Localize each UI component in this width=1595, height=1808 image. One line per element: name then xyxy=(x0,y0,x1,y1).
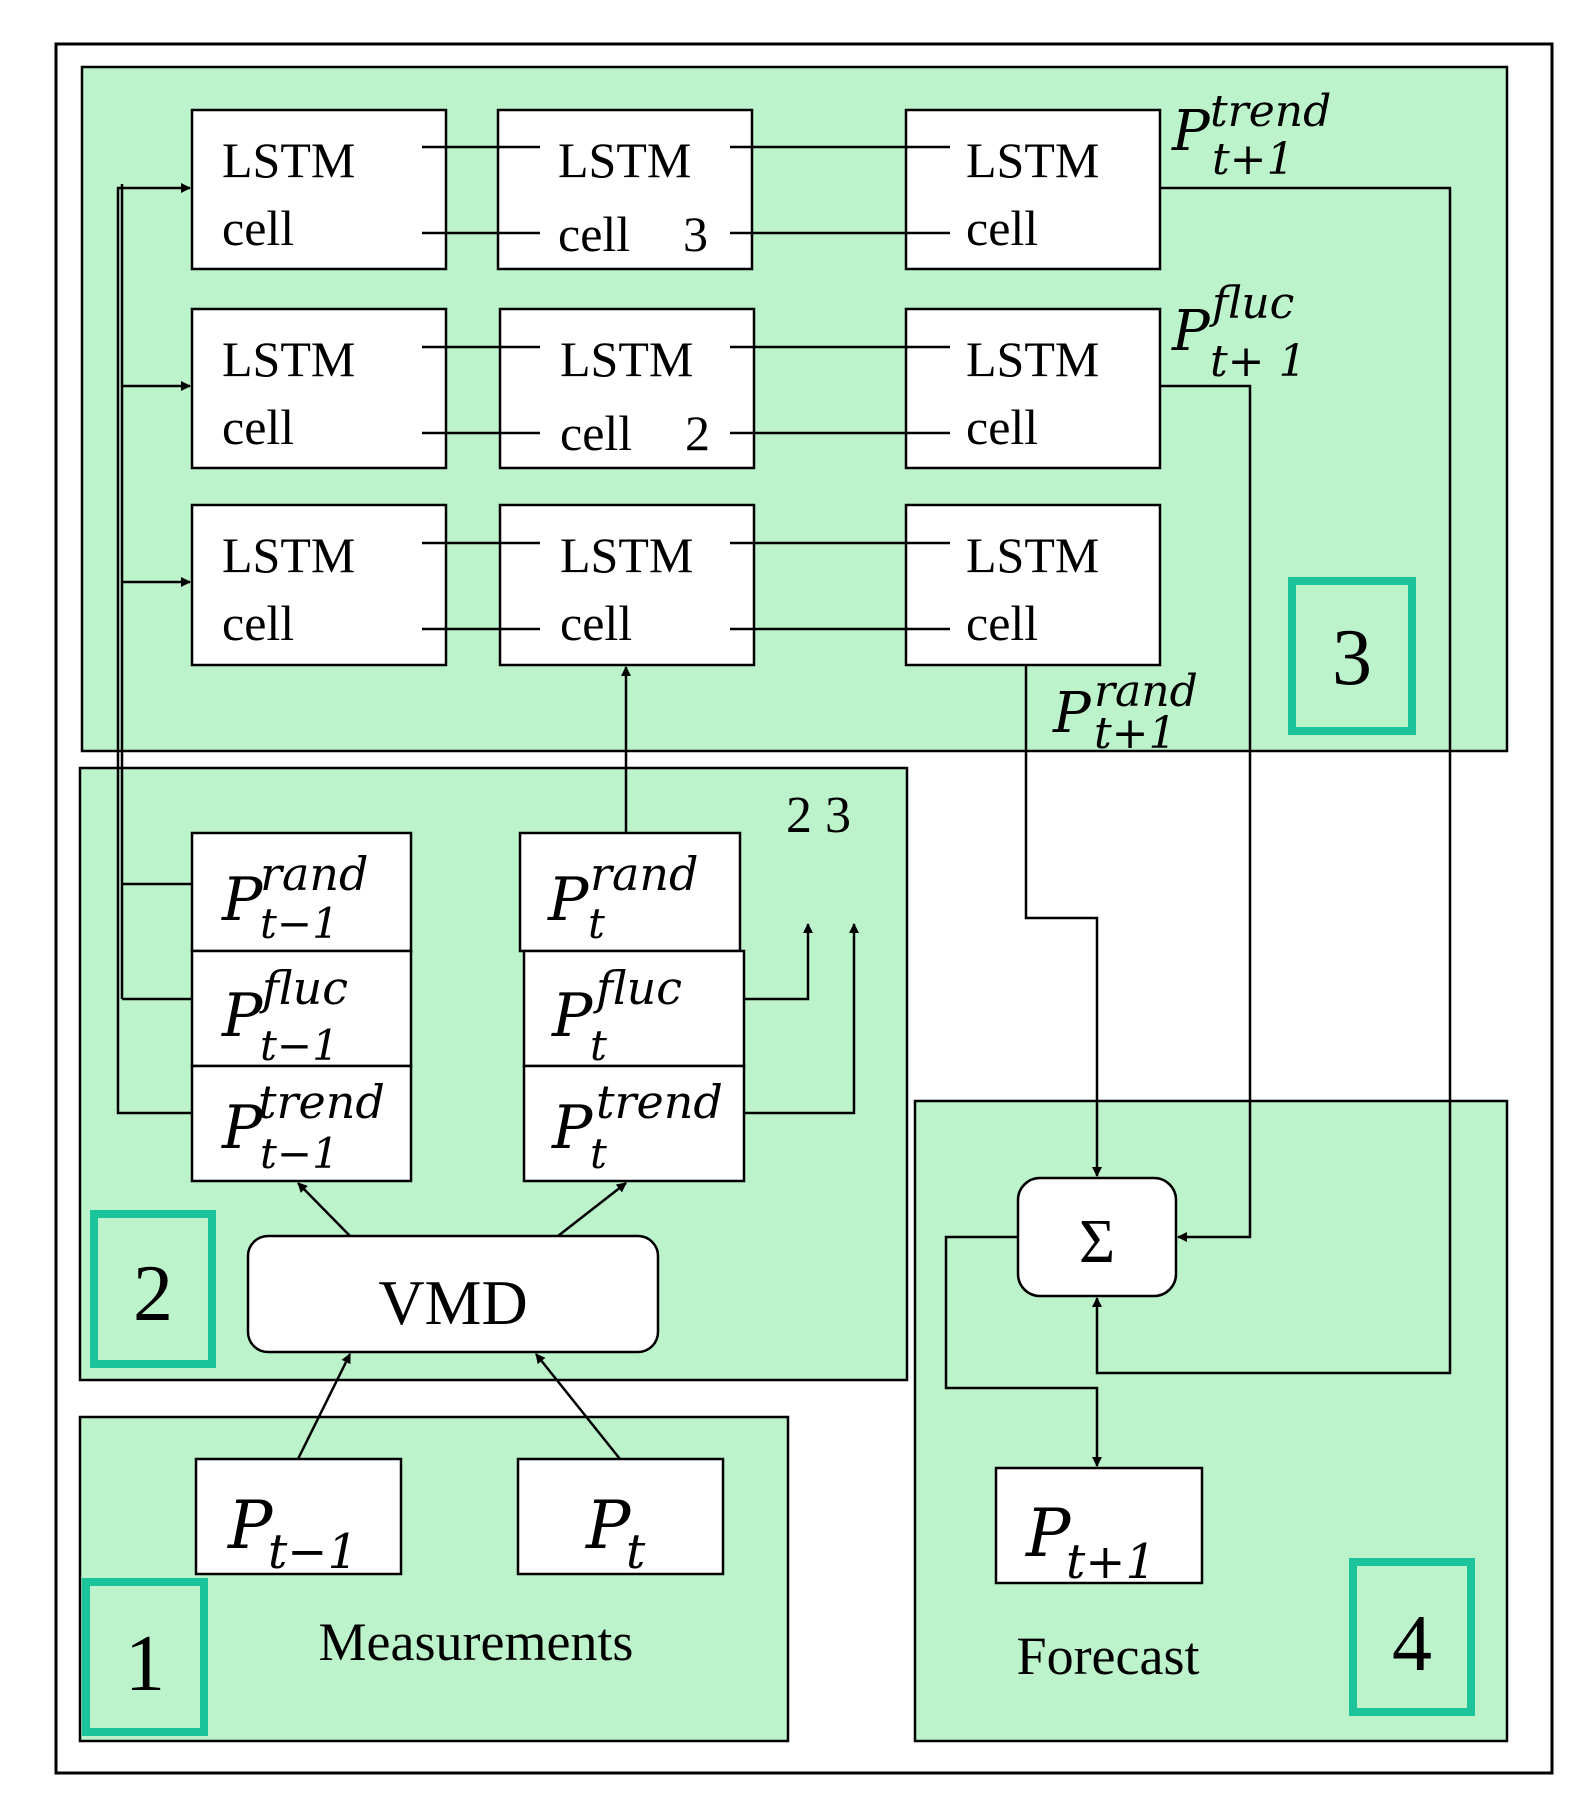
lstm-word: cell xyxy=(222,200,294,256)
output-trend-base: P xyxy=(1171,99,1211,164)
lstm-word: cell xyxy=(558,206,630,262)
component-box-rand-now xyxy=(518,831,742,953)
lstm-word: cell xyxy=(222,595,294,651)
measurements-caption: Measurements xyxy=(319,1612,634,1672)
component-box-fluc-now xyxy=(522,949,746,1068)
lstm-word: LSTM xyxy=(966,527,1099,583)
output-rand-base: P xyxy=(1052,681,1092,746)
comp-trend-prev-sub: t−1 xyxy=(260,1129,339,1178)
comp-trend-prev-base: P xyxy=(221,1093,264,1163)
output-fluc-sub: t+ 1 xyxy=(1210,336,1307,387)
lstm-row-label: 3 xyxy=(683,206,708,262)
output-trend-sub: t+1 xyxy=(1212,134,1295,185)
component-box-trend-prev xyxy=(190,1064,413,1183)
comp-rand-prev-sub: t−1 xyxy=(260,899,339,948)
comp-fluc-prev-sup: fluc xyxy=(259,961,348,1015)
output-fluc-sup: fluc xyxy=(1209,278,1294,329)
measurement-box-prev xyxy=(194,1457,403,1576)
lstm-cell-r1c3 xyxy=(904,108,1162,271)
vmd-box xyxy=(246,1234,660,1354)
vmd-label: VMD xyxy=(378,1267,527,1338)
lstm-word: LSTM xyxy=(558,132,691,188)
comp-trend-now-base: P xyxy=(551,1093,594,1163)
comp-trend-now-sub: t xyxy=(590,1129,607,1178)
comp-rand-now-sub: t xyxy=(588,899,605,948)
lstm-word: LSTM xyxy=(966,331,1099,387)
sum-symbol: Σ xyxy=(1079,1208,1115,1276)
lstm-word: LSTM xyxy=(560,331,693,387)
lstm-word: cell xyxy=(222,399,294,455)
measurement-now-base: P xyxy=(585,1487,632,1564)
measurement-prev-sub: t−1 xyxy=(268,1524,358,1580)
comp-fluc-now-sup: fluc xyxy=(593,961,682,1015)
decomp-hint-label: 2 3 xyxy=(786,787,851,844)
lstm-word: cell xyxy=(560,595,632,651)
badge-2: 2 xyxy=(133,1250,173,1338)
lstm-cell-r2c2 xyxy=(498,307,756,470)
lstm-connectors xyxy=(422,145,950,631)
comp-fluc-prev-base: P xyxy=(221,981,264,1051)
comp-fluc-now-base: P xyxy=(551,981,594,1051)
badge-1: 1 xyxy=(125,1620,165,1708)
forecast-result-base: P xyxy=(1025,1495,1072,1572)
measurement-box-now xyxy=(516,1457,725,1576)
lstm-cell-r2c3 xyxy=(904,307,1162,470)
lstm-word: LSTM xyxy=(560,527,693,583)
lstm-word: LSTM xyxy=(966,132,1099,188)
badge-box-4 xyxy=(1349,1558,1475,1716)
comp-trend-prev-sup: trend xyxy=(258,1075,385,1129)
lstm-word: LSTM xyxy=(222,132,355,188)
comp-fluc-prev-sub: t−1 xyxy=(260,1021,339,1070)
lstm-cell-r2c1 xyxy=(190,307,448,470)
flow-connectors xyxy=(116,183,1452,1467)
panel-forecast xyxy=(913,1099,1509,1743)
forecast-caption: Forecast xyxy=(1017,1626,1200,1686)
lstm-row-label: 2 xyxy=(685,405,710,461)
comp-fluc-now-sub: t xyxy=(590,1021,607,1070)
component-box-trend-now xyxy=(522,1064,746,1183)
comp-rand-prev-base: P xyxy=(221,865,264,935)
lstm-cell-r3c3 xyxy=(904,503,1162,667)
lstm-word: LSTM xyxy=(222,527,355,583)
lstm-word: LSTM xyxy=(222,331,355,387)
badge-box-3 xyxy=(1288,577,1416,735)
comp-rand-prev-sup: rand xyxy=(260,847,369,901)
lstm-cell-r3c2 xyxy=(498,503,756,667)
forecast-result-box xyxy=(994,1466,1204,1585)
output-fluc-base: P xyxy=(1171,299,1211,364)
lstm-cell-r1c2 xyxy=(496,108,754,271)
lstm-word: cell xyxy=(966,200,1038,256)
lstm-word: cell xyxy=(966,399,1038,455)
lstm-cell-r3c1 xyxy=(190,503,448,667)
badge-box-2 xyxy=(90,1210,216,1368)
lstm-word: cell xyxy=(560,405,632,461)
measurement-now-sub: t xyxy=(626,1524,646,1580)
comp-trend-now-sup: trend xyxy=(596,1075,723,1129)
lstm-word: cell xyxy=(966,595,1038,651)
badge-4: 4 xyxy=(1392,1600,1432,1688)
component-box-rand-prev xyxy=(190,831,413,953)
badge-3: 3 xyxy=(1332,614,1372,702)
output-rand-sub: t+1 xyxy=(1094,708,1177,759)
lstm-grid xyxy=(190,108,1162,667)
lstm-cell-r1c1 xyxy=(190,108,448,271)
forecast-result-sub: t+1 xyxy=(1066,1534,1156,1590)
comp-rand-now-base: P xyxy=(547,865,590,935)
measurement-prev-base: P xyxy=(227,1487,274,1564)
badge-box-1 xyxy=(82,1578,208,1736)
output-trend-sup: trend xyxy=(1210,86,1331,137)
output-rand-sup: rand xyxy=(1094,666,1198,717)
comp-rand-now-sup: rand xyxy=(590,847,699,901)
